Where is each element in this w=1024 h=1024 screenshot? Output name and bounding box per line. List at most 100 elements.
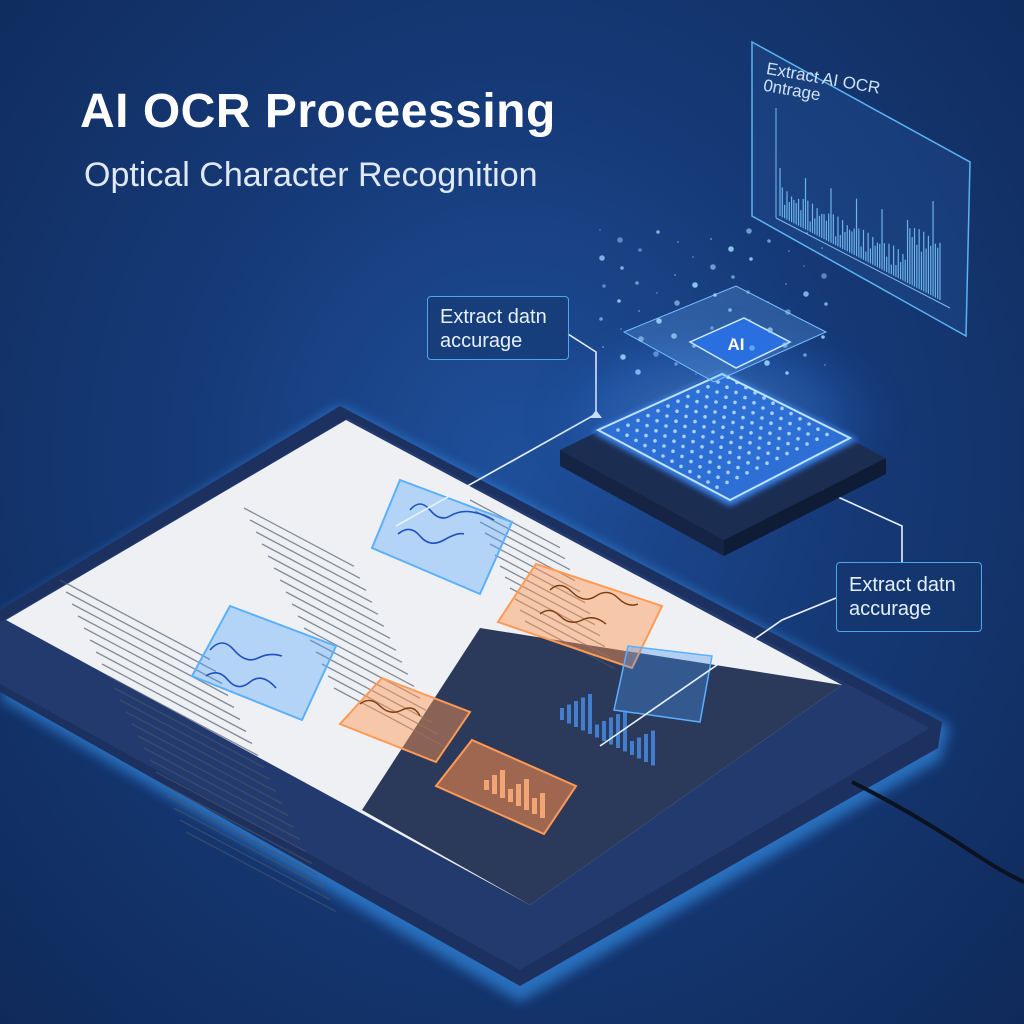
chip-grid-dot — [625, 433, 629, 438]
chip-grid-dot — [755, 466, 759, 470]
document-text-line — [179, 819, 331, 901]
chip-grid — [616, 375, 829, 490]
chip-grid-dot — [706, 480, 710, 484]
chip-grid-dot — [747, 451, 751, 455]
chip-grid-dot — [634, 438, 638, 443]
signature-highlight-3 — [496, 562, 664, 670]
chip-grid-dot — [672, 439, 676, 444]
sparkle — [674, 300, 680, 306]
chip-grid-dot — [729, 440, 733, 445]
chip-grid-dot — [708, 460, 712, 464]
sparkle — [749, 345, 755, 351]
chip-grid-dot — [785, 451, 789, 456]
chip-grid-dot — [727, 460, 731, 465]
signature-highlight-4 — [338, 676, 472, 764]
chip-grid-dot — [787, 431, 791, 436]
document-chart-bar — [595, 724, 599, 738]
sparkle — [824, 302, 828, 306]
document-chart-bar-orange — [484, 780, 489, 790]
document-chart-bar — [644, 734, 648, 762]
chip-grid-dot — [666, 404, 670, 408]
sparkle — [821, 273, 827, 279]
chip-grid-dot — [717, 465, 721, 470]
chip-grid-dot — [685, 404, 689, 409]
chip-grid-dot — [663, 434, 667, 438]
chip-grid-dot — [661, 454, 665, 458]
sparkle — [599, 317, 603, 321]
sparkle — [656, 230, 660, 234]
document-text-line — [309, 639, 421, 699]
chip-grid-dot — [760, 416, 764, 420]
sparkle — [656, 292, 658, 294]
document-text-line — [297, 615, 409, 675]
document-chart-bar — [623, 710, 627, 752]
chip-grid-dot — [706, 385, 710, 389]
chip-grid-dot — [699, 455, 703, 459]
chip-grid-dot — [761, 406, 765, 410]
document-text-line — [113, 687, 265, 769]
document-chart-bar — [616, 714, 620, 748]
chip-grid-dot — [766, 451, 770, 456]
document-text-line — [279, 579, 391, 639]
chip-grid-dot — [656, 409, 660, 413]
chip-grid-dot — [654, 429, 658, 433]
chip-grid-dot — [744, 385, 748, 390]
sparkle — [785, 371, 789, 375]
floating-chart-bars — [779, 168, 941, 300]
handwriting-scribbles-orange — [359, 584, 639, 717]
chip-grid-dot — [713, 410, 717, 414]
chip-grid-dot — [683, 424, 687, 429]
sparkle — [749, 319, 751, 321]
chip-grid-dot — [635, 428, 639, 433]
document-text-line — [59, 579, 211, 661]
chip-grid-dot — [731, 420, 735, 425]
chip-grid-dot — [665, 414, 669, 418]
chip-grid-dot — [626, 423, 630, 428]
document-chart-bar-orange — [516, 784, 521, 806]
document-text-line — [167, 795, 319, 877]
callout-extract-data-top: Extract datn accurage — [427, 296, 569, 360]
sparkle — [782, 342, 788, 348]
document-text-line — [514, 598, 606, 648]
chip-grid-dot — [769, 421, 773, 426]
chip-grid-dot — [738, 445, 742, 450]
document-chart-bars — [484, 694, 655, 818]
sparkle — [677, 241, 679, 243]
chip-grid-dot — [735, 380, 739, 385]
document-chart-bar-orange — [524, 779, 529, 810]
chip-grid-dot — [779, 416, 783, 421]
document-text-line — [494, 554, 586, 604]
chip-grid-dot — [789, 411, 793, 416]
document-text-line — [499, 565, 591, 615]
document-text-line — [95, 651, 247, 733]
sparkle — [620, 328, 622, 330]
document-text-line — [303, 627, 415, 687]
chip-grid-dot — [732, 410, 736, 415]
chip-grid-dot — [702, 425, 706, 429]
chip-grid-dot — [726, 470, 730, 475]
chip-grid-dot — [788, 421, 792, 426]
sparkle — [656, 318, 662, 324]
chip-grid-dot — [768, 431, 772, 436]
sparkle — [728, 246, 734, 252]
document-chart-bar-orange — [492, 775, 497, 794]
document-text-line — [155, 771, 307, 853]
chip-grid-dot — [710, 440, 714, 444]
ocr-highlights — [190, 478, 713, 836]
chip-grid-dot — [716, 475, 720, 480]
sparkle — [746, 290, 750, 294]
sparkle — [785, 309, 791, 315]
chip-grid-dot — [736, 465, 740, 470]
chip-grid-dot — [723, 405, 727, 410]
page-title: AI OCR Proceessing — [80, 85, 556, 138]
chip-grid-dot — [758, 436, 762, 440]
document-text-line — [489, 543, 581, 593]
chip-grid-dot — [707, 470, 711, 474]
sparkle — [728, 308, 732, 312]
sparkle — [710, 238, 712, 240]
chip-grid-dot — [767, 441, 771, 446]
chip-grid-dot — [671, 449, 675, 454]
document-text-line — [107, 675, 259, 757]
callout-line-1: Extract datn — [440, 306, 547, 328]
chip-grid-dot — [780, 406, 784, 411]
